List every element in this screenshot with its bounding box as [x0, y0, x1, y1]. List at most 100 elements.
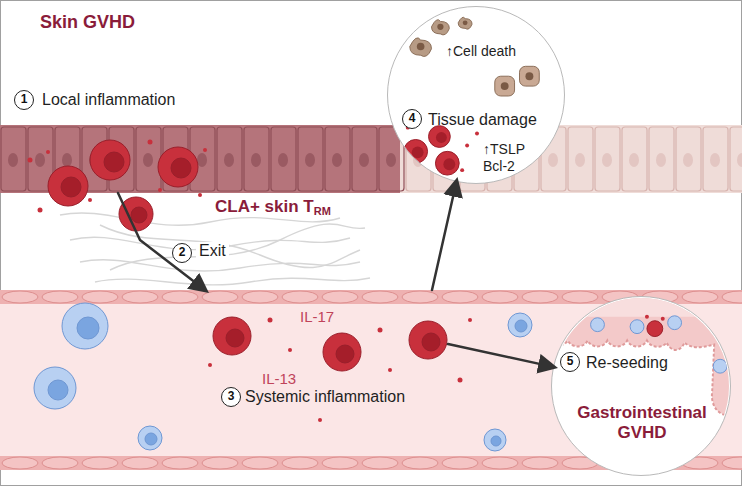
- illustration-shape: [710, 153, 720, 167]
- illustration-shape: [208, 318, 472, 423]
- skin-epidermis-band: Local inflammation: [0, 125, 742, 193]
- illustration-shape: [282, 291, 318, 303]
- illustration-shape: [495, 76, 515, 96]
- zoom-illustration: [552, 297, 730, 475]
- illustration-shape: [217, 127, 242, 191]
- illustration-shape: [359, 153, 369, 167]
- callout-number: 1: [14, 90, 34, 110]
- illustration-shape: [62, 153, 72, 167]
- illustration-shape: [501, 82, 509, 90]
- node-text: Local inflammation: [42, 91, 175, 109]
- illustration-shape: [463, 20, 468, 25]
- node-text: IL-13: [262, 370, 296, 387]
- illustration-shape: [35, 153, 45, 167]
- connector-arrow: [118, 193, 205, 290]
- illustration-shape: [437, 24, 443, 30]
- illustration-shape: [268, 318, 273, 323]
- illustration-shape: [158, 188, 162, 192]
- illustration-shape: [198, 193, 202, 197]
- illustration-shape: [305, 153, 315, 167]
- illustration-shape: [475, 132, 479, 136]
- illustration-shape: [520, 66, 540, 86]
- illustration-shape: [722, 457, 742, 469]
- illustration-shape: [203, 148, 207, 152]
- illustration-shape: [595, 127, 620, 191]
- illustration-shape: [82, 291, 118, 303]
- node-text: ↑TSLP Bcl-2: [483, 141, 539, 175]
- illustration-shape: [8, 153, 18, 167]
- illustration-shape: [668, 316, 682, 330]
- illustration-shape: [77, 317, 99, 339]
- illustration-shape: [515, 320, 527, 332]
- illustration-shape: [468, 318, 472, 322]
- illustration-shape: [278, 153, 288, 167]
- illustration-shape: [60, 213, 370, 285]
- illustration-shape: [145, 433, 157, 445]
- blood-cell: [34, 303, 532, 451]
- illustration-shape: [442, 291, 478, 303]
- illustration-shape: [288, 348, 292, 352]
- illustration-shape: [208, 363, 212, 367]
- connector-arrow: [432, 182, 456, 290]
- illustration-shape: [242, 291, 278, 303]
- illustration-shape: [28, 140, 208, 213]
- illustration-shape: [482, 457, 518, 469]
- illustration-shape: [645, 315, 649, 319]
- callout-number: 5: [560, 352, 580, 372]
- illustration-shape: [336, 345, 354, 363]
- illustration-shape: [2, 291, 38, 303]
- illustration-shape: [271, 127, 296, 191]
- illustration-shape: [388, 368, 392, 372]
- connector-arrow: [448, 344, 553, 367]
- node-text: Systemic inflammation: [245, 388, 405, 406]
- illustration-shape: [552, 297, 730, 317]
- illustration-shape: [443, 158, 455, 170]
- zoom-illustration: [388, 7, 564, 183]
- node-text: Gastrointestinal GVHD: [572, 403, 712, 443]
- illustration-shape: [143, 153, 153, 167]
- node-text: IL-17: [300, 308, 334, 325]
- illustration-shape: [298, 127, 323, 191]
- illustration-shape: [622, 127, 647, 191]
- illustration-shape: [629, 153, 639, 167]
- illustration-shape: [386, 153, 396, 167]
- illustration-shape: [48, 166, 88, 206]
- illustration-shape: [683, 153, 693, 167]
- illustration-shape: [322, 291, 358, 303]
- illustration-shape: [552, 297, 730, 416]
- illustration-shape: [325, 127, 350, 191]
- illustration-shape: [95, 278, 370, 285]
- illustration-shape: [224, 153, 234, 167]
- illustration-shape: [148, 140, 153, 145]
- illustration-shape: [432, 20, 450, 35]
- t-cell: [48, 140, 198, 231]
- illustration-shape: [251, 153, 261, 167]
- illustration-shape: [429, 126, 451, 148]
- illustration-shape: [722, 291, 742, 303]
- illustration-shape: [136, 127, 161, 191]
- illustration-shape: [226, 329, 244, 347]
- illustration-shape: [131, 207, 147, 223]
- illustration-shape: [158, 147, 198, 187]
- illustration-shape: [2, 457, 38, 469]
- illustration-shape: [244, 127, 269, 191]
- illustration-shape: [318, 418, 322, 422]
- illustration-shape: [630, 320, 644, 334]
- illustration-shape: [591, 318, 605, 332]
- illustration-shape: [647, 321, 663, 337]
- illustration-shape: [525, 72, 533, 80]
- illustration-shape: [661, 317, 665, 321]
- tissue-damage-zoom: Tissue damage↑Cell death↑TSLP Bcl-2: [387, 6, 565, 184]
- illustration-shape: [522, 457, 558, 469]
- illustration-shape: [282, 457, 318, 469]
- illustration-shape: [568, 127, 593, 191]
- illustration-shape: [82, 457, 118, 469]
- illustration-shape: [730, 127, 742, 191]
- illustration-shape: [602, 153, 612, 167]
- figure-heading: Skin GVHD: [40, 12, 135, 33]
- illustration-shape: [676, 127, 701, 191]
- callout-number: 3: [221, 387, 241, 407]
